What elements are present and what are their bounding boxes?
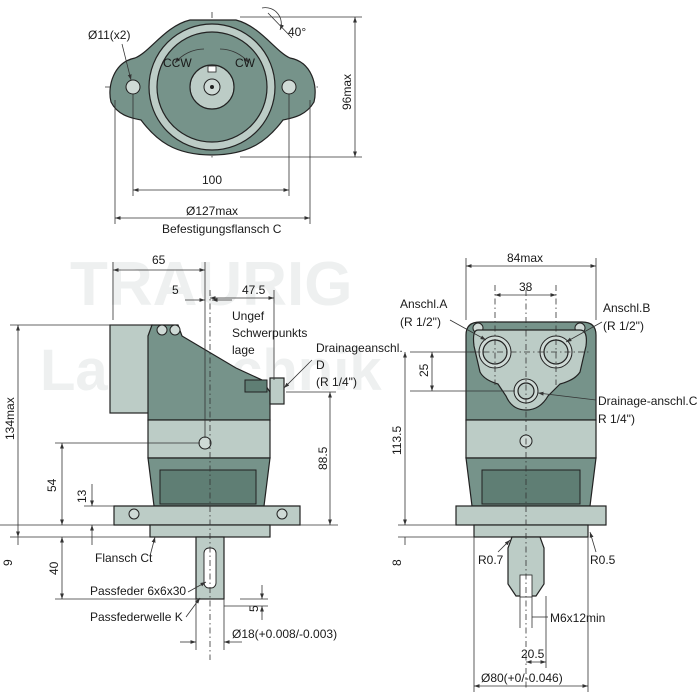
cw-arrow: [219, 48, 250, 64]
bolt-head-1: [156, 324, 168, 336]
port-a-line1: Anschl.A: [400, 297, 447, 311]
dim-47-5: 47.5: [242, 283, 266, 297]
dim-13: 13: [75, 489, 89, 503]
shaft-diameter-label: Ø18(+0.008/-0.003): [232, 627, 337, 641]
bolt-hole-right: [281, 79, 297, 95]
port-a-line2: (R 1/2"): [400, 315, 441, 329]
dim-25: 25: [417, 363, 431, 377]
port-b-line1: Anschl.B: [603, 301, 650, 315]
motor-body-face: [159, 469, 257, 505]
bolt-head-2: [169, 324, 181, 336]
side-flange: [113, 505, 301, 526]
shaft-label: Passfederwelle K: [90, 610, 183, 624]
dim-65: 65: [152, 253, 166, 267]
flange-diameter-label: Ø127max: [186, 204, 238, 218]
dim-113-5: 113.5: [390, 426, 404, 455]
thread-label: M6x12min: [550, 611, 605, 625]
front-flange: [455, 505, 607, 526]
ccw-arrow: [174, 48, 205, 64]
height-label: 96max: [340, 74, 354, 110]
angle-label: 40°: [288, 25, 306, 39]
dim-8: 8: [390, 559, 404, 566]
drain-d-line2: D: [316, 358, 325, 372]
top-view: CCW CW Ø11(x2) 40° 96max 100 Ø127max Bef…: [88, 7, 362, 236]
dim-5: 5: [172, 283, 179, 297]
side-view: 65 5 47.5 Ungef Schwerpunkts lage Draina…: [0, 253, 403, 660]
flange-ct-label: Flansch Ct: [95, 551, 153, 565]
dim-88-5: 88.5: [316, 446, 330, 470]
drain-d-line3: (R 1/4"): [316, 375, 357, 389]
cw-label: CW: [235, 56, 256, 70]
pilot-diameter-label: Ø80(+0/-0.046): [481, 671, 563, 685]
front-view: 84max 38 Anschl.A (R 1/2") Anschl.B (R 1…: [390, 251, 698, 692]
holes-label: Ø11(x2): [88, 28, 130, 42]
cog-line1: Ungef: [232, 309, 265, 323]
cog-line3: lage: [232, 343, 255, 357]
width-label: 84max: [507, 251, 543, 265]
drain-boss: [244, 379, 268, 393]
shaft-center: [210, 85, 214, 89]
ccw-label: CCW: [163, 56, 192, 70]
bolt-hole-left: [125, 79, 141, 95]
drain-port-d: [269, 377, 285, 405]
key-label: Passfeder 6x6x30: [90, 584, 186, 598]
keyway: [207, 65, 217, 73]
drain-c-line2: R 1/4"): [598, 412, 635, 426]
dim-54: 54: [45, 478, 59, 492]
dim-5b: 5: [247, 605, 261, 612]
ports-distance-label: 38: [519, 280, 533, 294]
port-block: [109, 324, 153, 414]
watermark-line1: TRAURIG: [70, 250, 352, 319]
cog-line2: Schwerpunkts: [232, 326, 307, 340]
dim-40: 40: [47, 561, 61, 575]
front-shaft: [507, 536, 545, 597]
dim-134max: 134max: [3, 397, 17, 440]
flange-caption: Befestigungsflansch C: [162, 222, 282, 236]
dim-20-5: 20.5: [521, 647, 545, 661]
drain-d-line1: Drainageanschl.: [316, 341, 403, 355]
drain-c-line1: Drainage-anschl.C: [598, 394, 698, 408]
r05-label: R0.5: [590, 553, 616, 567]
r07-label: R0.7: [478, 553, 504, 567]
port-b-line2: (R 1/2"): [603, 319, 644, 333]
bolt-distance-label: 100: [202, 173, 222, 187]
center-of-gravity-mark: [198, 436, 212, 450]
dim-9: 9: [1, 559, 15, 566]
